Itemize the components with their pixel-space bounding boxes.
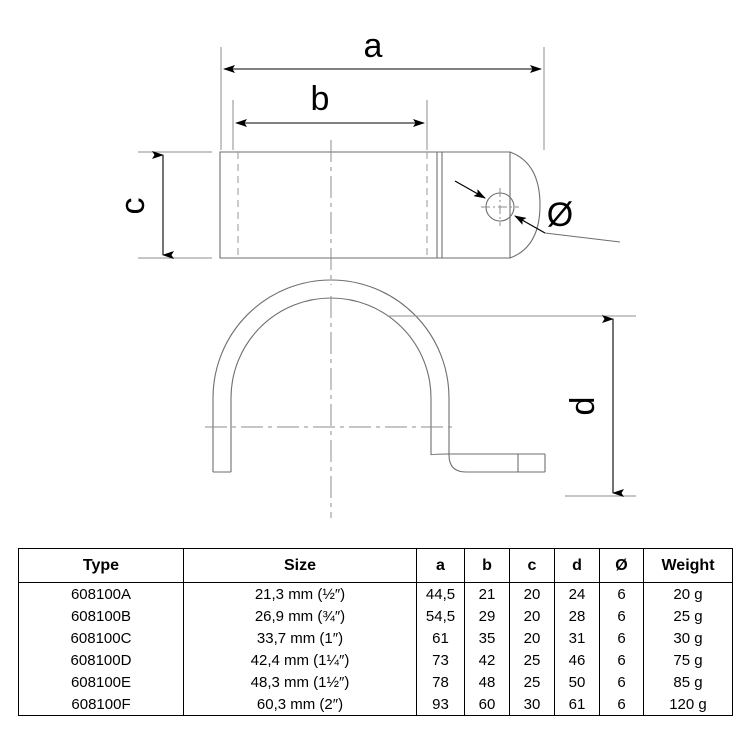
cell-b: 29: [464, 605, 510, 627]
cell-weight: 120 g: [643, 693, 733, 716]
cell-b: 42: [464, 649, 510, 671]
cell-type: 608100C: [18, 627, 184, 649]
cell-diameter: 6: [599, 671, 644, 693]
cell-a: 61: [416, 627, 465, 649]
cell-diameter: 6: [599, 582, 644, 605]
cell-a: 78: [416, 671, 465, 693]
cell-d: 28: [554, 605, 600, 627]
strap-body-outline: [219, 151, 511, 259]
column-header-type: Type: [18, 548, 184, 583]
cell-d: 31: [554, 627, 600, 649]
table-row: 608100E 48,3 mm (1½″) 78 48 25 50 6 85 g: [18, 671, 733, 693]
table-row: 608100A 21,3 mm (½″) 44,5 21 20 24 6 20 …: [18, 582, 733, 605]
cell-a: 93: [416, 693, 465, 716]
dimension-label-diameter: Ø: [547, 196, 573, 234]
cell-c: 25: [509, 671, 555, 693]
cell-d: 50: [554, 671, 600, 693]
cell-size: 48,3 mm (1½″): [183, 671, 417, 693]
cell-a: 73: [416, 649, 465, 671]
cell-d: 24: [554, 582, 600, 605]
strap-nose-outline: [509, 151, 541, 259]
table-row: 608100F 60,3 mm (2″) 93 60 30 61 6 120 g: [18, 693, 733, 716]
cell-b: 48: [464, 671, 510, 693]
cell-size: 42,4 mm (1¼″): [183, 649, 417, 671]
cell-d: 61: [554, 693, 600, 716]
side-view-outline: [205, 279, 546, 518]
cell-c: 25: [509, 649, 555, 671]
cell-c: 30: [509, 693, 555, 716]
diameter-leader-tail: [544, 232, 621, 243]
cell-weight: 25 g: [643, 605, 733, 627]
diameter-arrow-lower: [514, 215, 546, 234]
diameter-leader: Ø: [454, 180, 621, 243]
dimension-b: b: [232, 80, 428, 150]
cell-weight: 30 g: [643, 627, 733, 649]
dimension-label-c: c: [114, 198, 152, 215]
dimension-label-a: a: [364, 27, 383, 65]
cell-type: 608100D: [18, 649, 184, 671]
clip-outer-contour: [212, 279, 545, 473]
cell-c: 20: [509, 582, 555, 605]
cell-weight: 75 g: [643, 649, 733, 671]
cell-diameter: 6: [599, 627, 644, 649]
cell-type: 608100A: [18, 582, 184, 605]
fixing-hole: [481, 188, 519, 226]
column-header-b: b: [464, 548, 510, 583]
cell-diameter: 6: [599, 649, 644, 671]
diameter-arrow-upper: [454, 180, 486, 199]
cell-type: 608100E: [18, 671, 184, 693]
cell-size: 26,9 mm (¾″): [183, 605, 417, 627]
dimension-c: c: [114, 151, 212, 259]
product-technical-drawing: Ø a b c: [114, 27, 636, 518]
specification-table-container: Type Size a b c d Ø Weight 608100A 21,3 …: [18, 548, 733, 716]
table-header-row: Type Size a b c d Ø Weight: [18, 548, 733, 583]
clip-inner-contour: [230, 297, 545, 472]
cell-b: 60: [464, 693, 510, 716]
column-header-size: Size: [183, 548, 417, 583]
top-view-outline: [219, 140, 541, 285]
cell-a: 44,5: [416, 582, 465, 605]
cell-weight: 20 g: [643, 582, 733, 605]
cell-b: 21: [464, 582, 510, 605]
column-header-weight: Weight: [643, 548, 733, 583]
table-row: 608100B 26,9 mm (¾″) 54,5 29 20 28 6 25 …: [18, 605, 733, 627]
cell-size: 33,7 mm (1″): [183, 627, 417, 649]
cell-a: 54,5: [416, 605, 465, 627]
dimension-label-b: b: [311, 80, 330, 118]
dimension-label-d: d: [564, 397, 602, 416]
dimension-a: a: [220, 27, 545, 150]
column-header-a: a: [416, 548, 465, 583]
cell-type: 608100B: [18, 605, 184, 627]
cell-diameter: 6: [599, 693, 644, 716]
column-header-diameter: Ø: [599, 548, 644, 583]
dimension-d: d: [387, 315, 636, 497]
cell-type: 608100F: [18, 693, 184, 716]
cell-d: 46: [554, 649, 600, 671]
specification-table: Type Size a b c d Ø Weight 608100A 21,3 …: [18, 548, 733, 716]
cell-size: 21,3 mm (½″): [183, 582, 417, 605]
cell-b: 35: [464, 627, 510, 649]
cell-size: 60,3 mm (2″): [183, 693, 417, 716]
cell-weight: 85 g: [643, 671, 733, 693]
column-header-c: c: [509, 548, 555, 583]
table-row: 608100D 42,4 mm (1¼″) 73 42 25 46 6 75 g: [18, 649, 733, 671]
cell-diameter: 6: [599, 605, 644, 627]
column-header-d: d: [554, 548, 600, 583]
cell-c: 20: [509, 605, 555, 627]
cell-c: 20: [509, 627, 555, 649]
table-row: 608100C 33,7 mm (1″) 61 35 20 31 6 30 g: [18, 627, 733, 649]
